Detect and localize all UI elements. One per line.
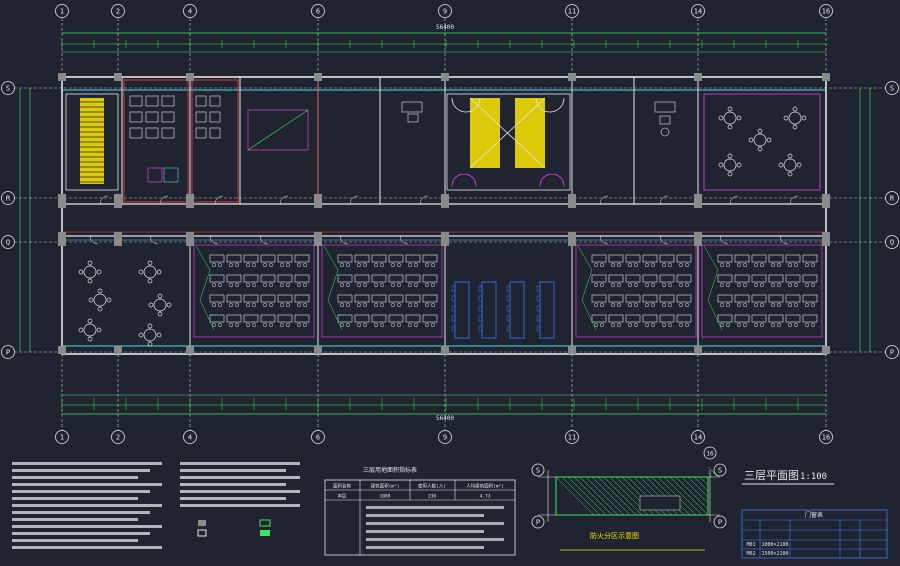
- grid-axis-top-14: 14: [691, 4, 705, 77]
- stats-cell-0: 本层: [338, 493, 347, 500]
- svg-text:P: P: [6, 349, 10, 357]
- grid-axis-top-2: 2: [111, 4, 125, 77]
- svg-text:11: 11: [568, 8, 576, 16]
- grid-axis-bottom-2: 2: [111, 354, 125, 444]
- building-plan: [58, 73, 830, 355]
- stats-table-caption: 三层用地面积指标表: [363, 466, 417, 474]
- stair-left: [65, 93, 119, 191]
- overall-dimension-top: 56400: [62, 24, 826, 53]
- grid-axis-top: 1 2 4 6 9 11 14 16: [55, 4, 833, 77]
- stats-header-1: 建筑面积(m²): [371, 483, 400, 490]
- stats-header-0: 面积名称: [333, 483, 351, 490]
- door-row-2-size: 1500×2100: [761, 551, 788, 557]
- lab-benches: [451, 281, 555, 339]
- stats-cell-3: 4.73: [480, 494, 491, 500]
- svg-text:16: 16: [706, 451, 714, 458]
- svg-text:4: 4: [188, 434, 192, 442]
- stats-cell-1: 1088: [380, 494, 391, 500]
- toilet-area: [129, 95, 309, 183]
- svg-text:P: P: [536, 519, 540, 527]
- svg-text:S: S: [536, 467, 540, 475]
- inset-axis-s: S: [531, 463, 545, 477]
- inset-axis-p: P: [531, 515, 545, 529]
- svg-text:S: S: [6, 85, 10, 93]
- svg-text:6: 6: [316, 434, 320, 442]
- side-dimensions: [19, 88, 871, 352]
- office-furniture: [401, 101, 676, 137]
- svg-text:16: 16: [822, 8, 830, 16]
- stats-header-3: 人均建筑面积(m²): [466, 483, 504, 490]
- svg-text:P: P: [890, 349, 894, 357]
- grid-axis-bottom-1: 1: [55, 354, 69, 444]
- svg-text:9: 9: [443, 8, 447, 16]
- grid-axis-bottom-9: 9: [438, 354, 452, 444]
- svg-text:S: S: [890, 85, 894, 93]
- svg-text:16: 16: [822, 434, 830, 442]
- grid-axis-bottom-6: 6: [311, 354, 325, 444]
- door-table-title: 门窗表: [805, 511, 823, 519]
- door-row-1-size: 1000×2100: [761, 542, 788, 548]
- inset-caption: 防火分区示意图: [590, 531, 639, 540]
- fire-zone-inset: S P 16 S P 防火分区示意图: [531, 446, 727, 551]
- svg-text:14: 14: [694, 8, 702, 16]
- svg-text:Q: Q: [890, 239, 894, 247]
- svg-text:P: P: [718, 519, 722, 527]
- door-window-table: 门窗表 M01 1000×2100 M02 1500×2100: [741, 509, 888, 559]
- grid-axis-top-11: 11: [565, 4, 579, 77]
- svg-text:11: 11: [568, 434, 576, 442]
- svg-text:R: R: [890, 195, 895, 203]
- overall-dimension-bottom: 56400: [62, 394, 826, 422]
- svg-text:9: 9: [443, 434, 447, 442]
- stats-cell-2: 230: [428, 494, 436, 500]
- electrical-wiring: [195, 245, 723, 331]
- door-row-1-code: M01: [746, 542, 755, 548]
- area-stats-table: 三层用地面积指标表 面积名称建筑面积(m²)使用人数(人)人均建筑面积(m²) …: [324, 466, 516, 556]
- svg-text:Q: Q: [6, 239, 10, 247]
- door-row-2-code: M02: [746, 551, 755, 557]
- classroom-desks: [193, 244, 823, 338]
- structural-columns: [58, 73, 830, 354]
- grid-axis-top-1: 1: [55, 4, 69, 77]
- grid-axis-top-9: 9: [438, 4, 452, 77]
- svg-text:R: R: [6, 195, 11, 203]
- svg-text:6: 6: [316, 8, 320, 16]
- meeting-room-lower: [78, 260, 172, 347]
- svg-text:S: S: [718, 467, 722, 475]
- inset-axis-16: 16 S P: [703, 446, 727, 529]
- stair-middle: [446, 93, 571, 191]
- doors: [89, 195, 799, 245]
- drawing-title-text: 三层平面图: [744, 469, 799, 482]
- grid-axis-top-6: 6: [311, 4, 325, 77]
- grid-axis-top-4: 4: [183, 4, 197, 77]
- grid-axis-top-16: 16: [819, 4, 833, 77]
- overall-dimension-bottom-label: 56400: [436, 415, 454, 422]
- grid-axis-bottom: 1 2 4 6 9 11 14 16: [55, 354, 833, 444]
- grid-axis-bottom-4: 4: [183, 354, 197, 444]
- design-notes: [12, 462, 300, 549]
- svg-text:2: 2: [116, 8, 120, 16]
- overall-dimension-top-label: 56400: [436, 24, 454, 31]
- svg-text:14: 14: [694, 434, 702, 442]
- svg-text:4: 4: [188, 8, 192, 16]
- drawing-scale: 1:100: [800, 472, 827, 482]
- svg-text:1: 1: [60, 8, 64, 16]
- grid-axis-bottom-11: 11: [565, 354, 579, 444]
- svg-text:1: 1: [60, 434, 64, 442]
- grid-axis-bottom-14: 14: [691, 354, 705, 444]
- stats-header-2: 使用人数(人): [418, 483, 446, 490]
- svg-text:2: 2: [116, 434, 120, 442]
- grid-axis-bottom-16: 16: [819, 354, 833, 444]
- meeting-room-upper: [703, 93, 821, 191]
- drawing-title: 三层平面图 1:100: [742, 469, 834, 485]
